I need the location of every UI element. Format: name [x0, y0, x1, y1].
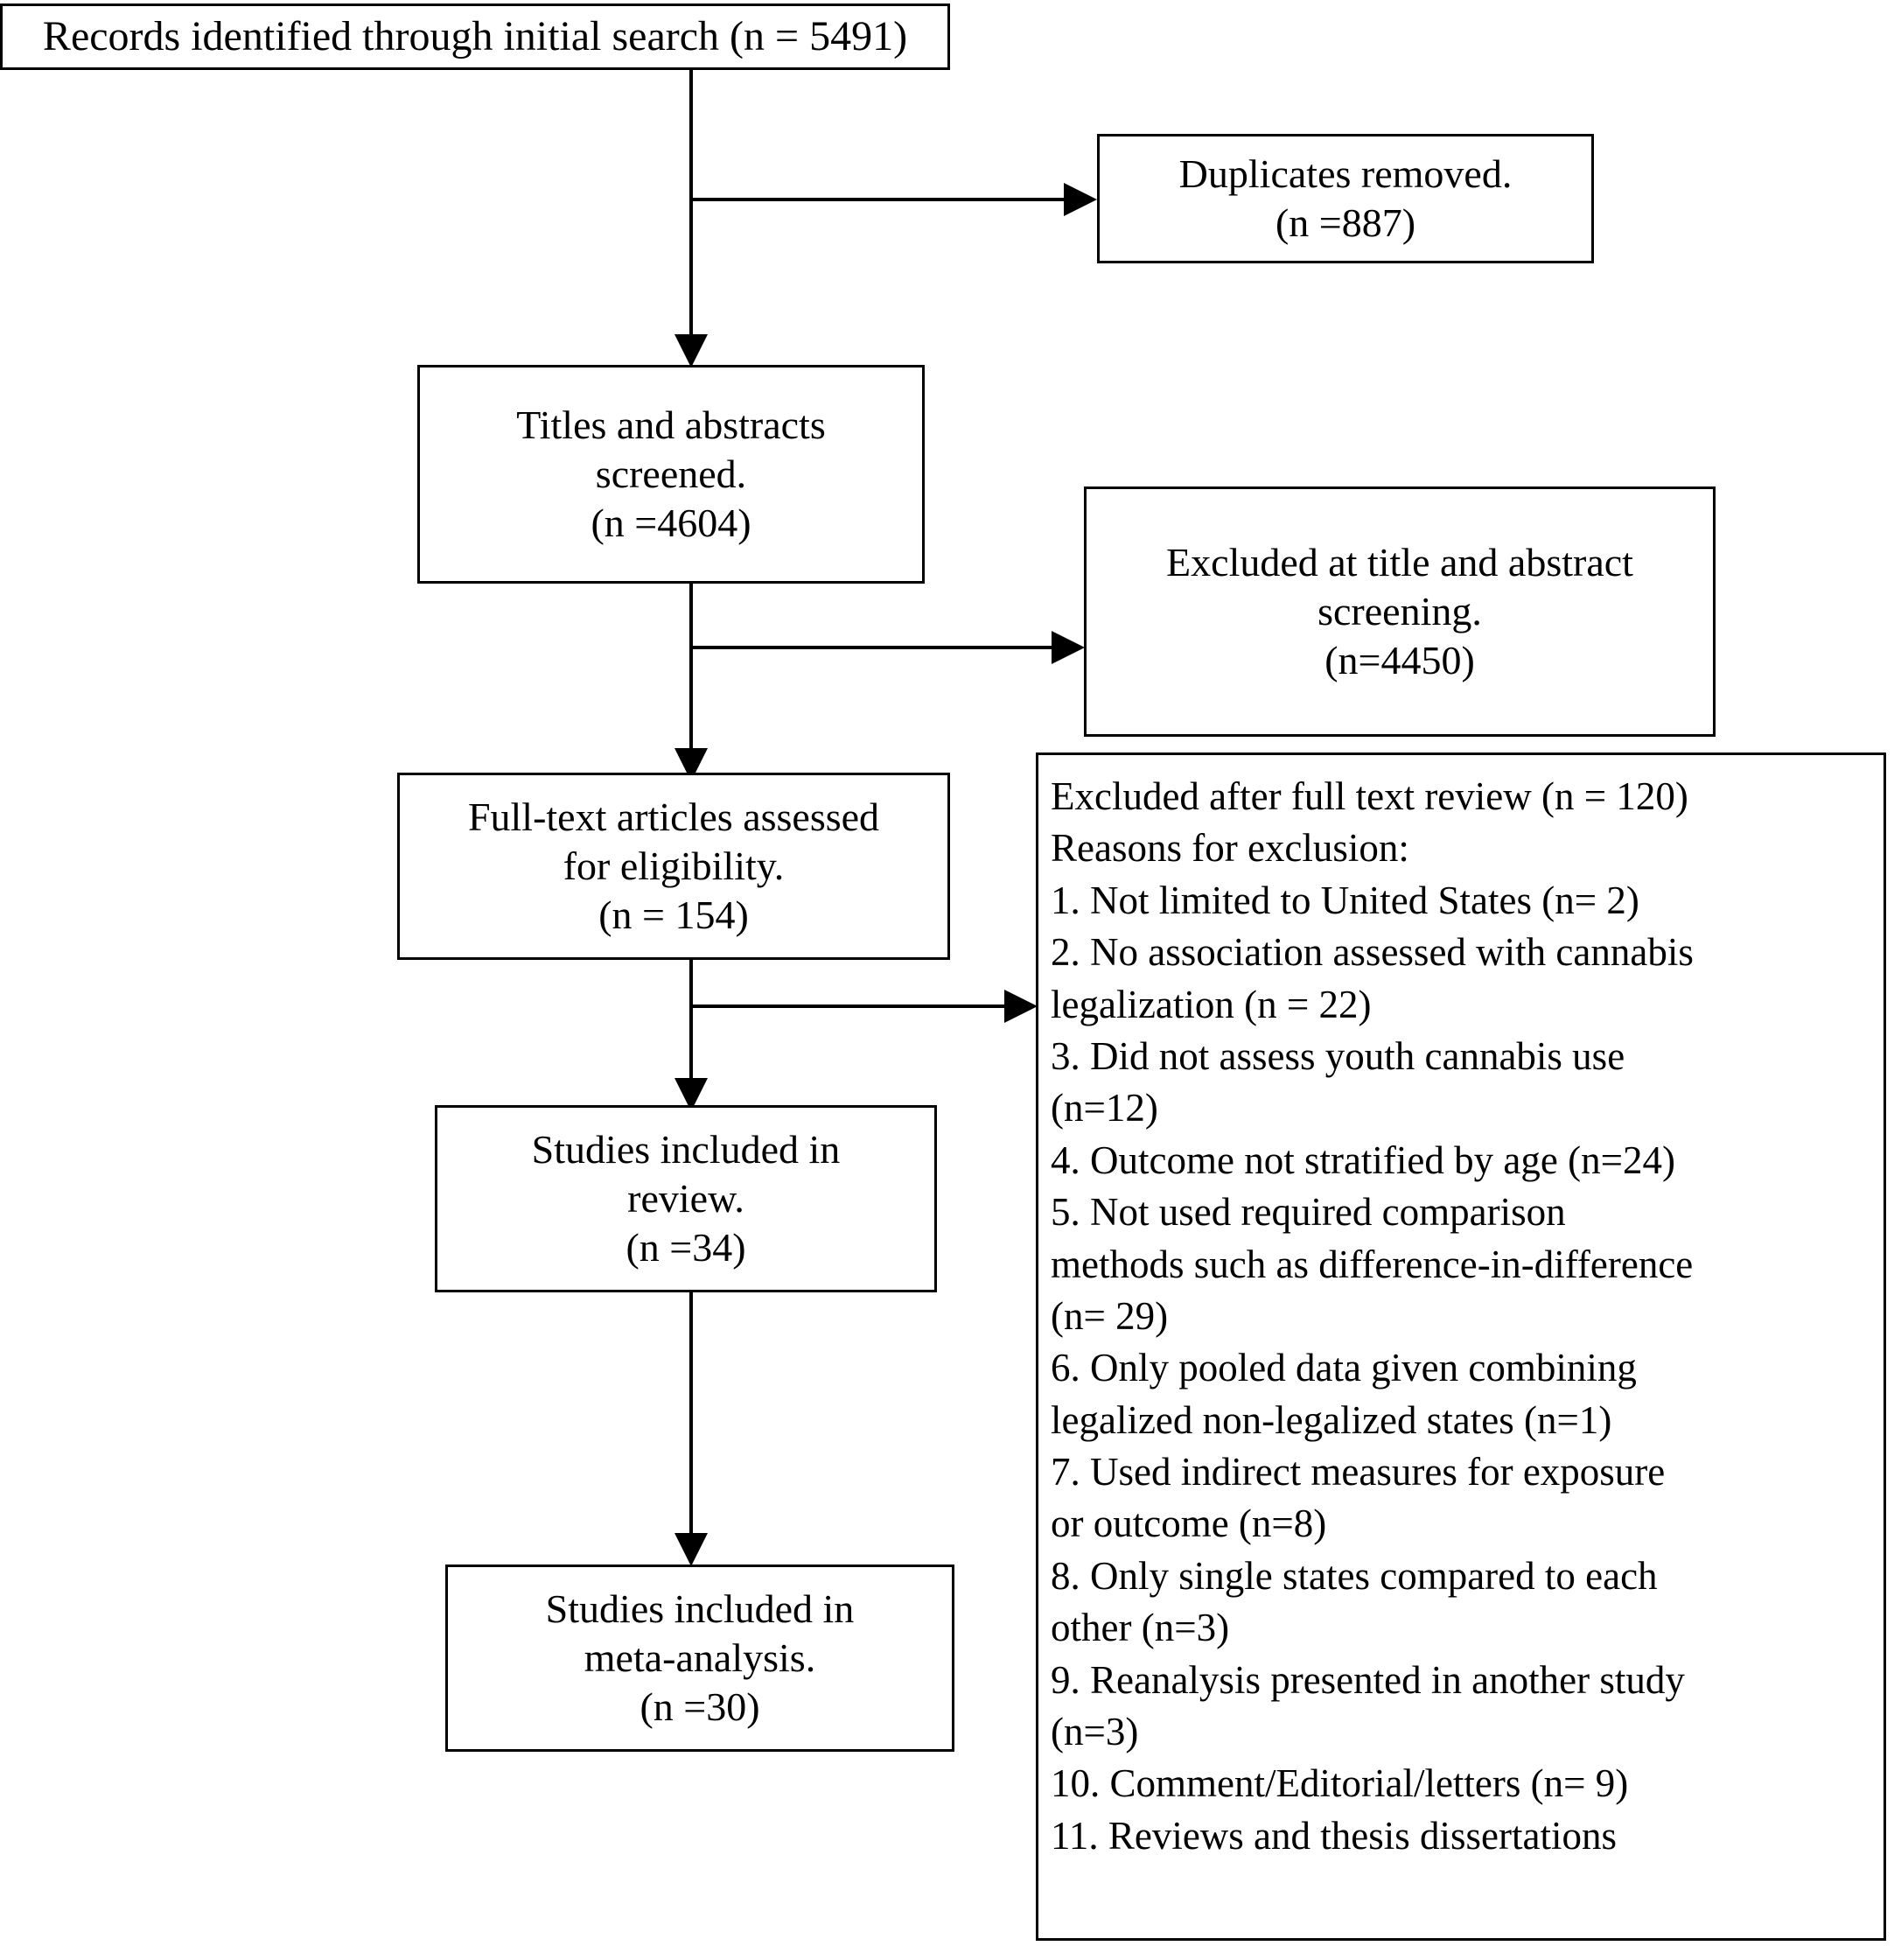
titles-abstracts-screened-count: (n =4604): [591, 500, 751, 546]
exclusion-reason-line: 2. No association assessed with cannabis: [1051, 930, 1694, 975]
exclusion-reason-line: 4. Outcome not stratified by age (n=24): [1051, 1138, 1675, 1182]
connector-screened-to-excluded: [689, 646, 1055, 649]
box-studies-included-meta-analysis: Studies included in meta-analysis. (n =3…: [445, 1564, 954, 1752]
box-duplicates-removed: Duplicates removed. (n =887): [1097, 134, 1594, 263]
exclusion-reason-line: 8. Only single states compared to each: [1051, 1553, 1658, 1598]
connector-fulltext-to-reasons: [689, 1004, 1008, 1008]
arrowhead-fulltext-to-reasons: [1004, 990, 1038, 1023]
studies-included-review-line-2: review.: [627, 1175, 744, 1221]
exclusion-reason-line: 3. Did not assess youth cannabis use: [1051, 1033, 1625, 1078]
arrowhead-screened-to-excluded: [1052, 631, 1085, 664]
fulltext-assessed-line-2: for eligibility.: [563, 843, 785, 888]
exclusion-reason-line: legalized non-legalized states (n=1): [1051, 1397, 1612, 1442]
connector-records-to-screened: [689, 70, 693, 359]
exclusion-reason-line: 6. Only pooled data given combining: [1051, 1346, 1637, 1390]
studies-included-review-count: (n =34): [626, 1225, 746, 1270]
excluded-title-abstract-line-2: screening.: [1317, 588, 1482, 634]
excluded-fulltext-subheader: Reasons for exclusion:: [1051, 826, 1409, 871]
exclusion-reason-line: (n=3): [1051, 1710, 1139, 1754]
excluded-title-abstract-line-1: Excluded at title and abstract: [1166, 539, 1633, 584]
excluded-title-abstract-count: (n=4450): [1324, 638, 1475, 683]
studies-included-review-line-1: Studies included in: [531, 1126, 841, 1172]
box-excluded-fulltext-reasons: Excluded after full text review (n = 120…: [1036, 752, 1886, 1941]
exclusion-reason-line: or outcome (n=8): [1051, 1502, 1327, 1546]
exclusion-reason-line: 9. Reanalysis presented in another study: [1051, 1657, 1685, 1702]
fulltext-assessed-line-1: Full-text articles assessed: [467, 794, 880, 839]
exclusion-reason-line: (n= 29): [1051, 1293, 1169, 1338]
excluded-fulltext-header: Excluded after full text review (n = 120…: [1051, 774, 1688, 818]
arrowhead-records-to-screened: [674, 334, 708, 368]
connector-review-to-meta: [689, 1292, 693, 1555]
exclusion-reason-line: (n=12): [1051, 1086, 1158, 1130]
studies-included-meta-line-2: meta-analysis.: [584, 1634, 816, 1680]
duplicates-removed-count: (n =887): [1275, 200, 1416, 245]
studies-included-meta-count: (n =30): [639, 1684, 760, 1730]
connector-fulltext-to-review: [689, 960, 693, 1126]
fulltext-assessed-count: (n = 154): [598, 892, 749, 938]
box-excluded-title-abstract: Excluded at title and abstract screening…: [1084, 486, 1716, 737]
records-identified-line-1: Records identified through initial searc…: [42, 12, 908, 60]
box-records-identified: Records identified through initial searc…: [0, 4, 950, 70]
exclusion-reason-line: 10. Comment/Editorial/letters (n= 9): [1051, 1761, 1629, 1806]
connector-records-to-duplicates: [689, 198, 1067, 201]
exclusion-reason-line: 11. Reviews and thesis dissertations: [1051, 1813, 1618, 1858]
arrowhead-review-to-meta: [674, 1533, 708, 1566]
exclusion-reason-line: 7. Used indirect measures for exposure: [1051, 1450, 1666, 1494]
exclusion-reason-line: other (n=3): [1051, 1606, 1230, 1650]
box-studies-included-review: Studies included in review. (n =34): [435, 1105, 937, 1292]
box-titles-abstracts-screened: Titles and abstracts screened. (n =4604): [417, 365, 925, 584]
titles-abstracts-screened-line-2: screened.: [595, 451, 747, 496]
connector-screened-to-fulltext: [689, 584, 693, 802]
exclusion-reason-line: 1. Not limited to United States (n= 2): [1051, 878, 1639, 922]
studies-included-meta-line-1: Studies included in: [545, 1586, 855, 1631]
exclusion-reason-line: legalization (n = 22): [1051, 982, 1372, 1026]
arrowhead-records-to-duplicates: [1064, 183, 1097, 216]
exclusion-reason-line: methods such as difference-in-difference: [1051, 1242, 1694, 1286]
box-fulltext-assessed: Full-text articles assessed for eligibil…: [397, 773, 950, 960]
exclusion-reason-line: 5. Not used required comparison: [1051, 1190, 1566, 1235]
titles-abstracts-screened-line-1: Titles and abstracts: [516, 402, 826, 447]
duplicates-removed-line-1: Duplicates removed.: [1178, 150, 1513, 196]
